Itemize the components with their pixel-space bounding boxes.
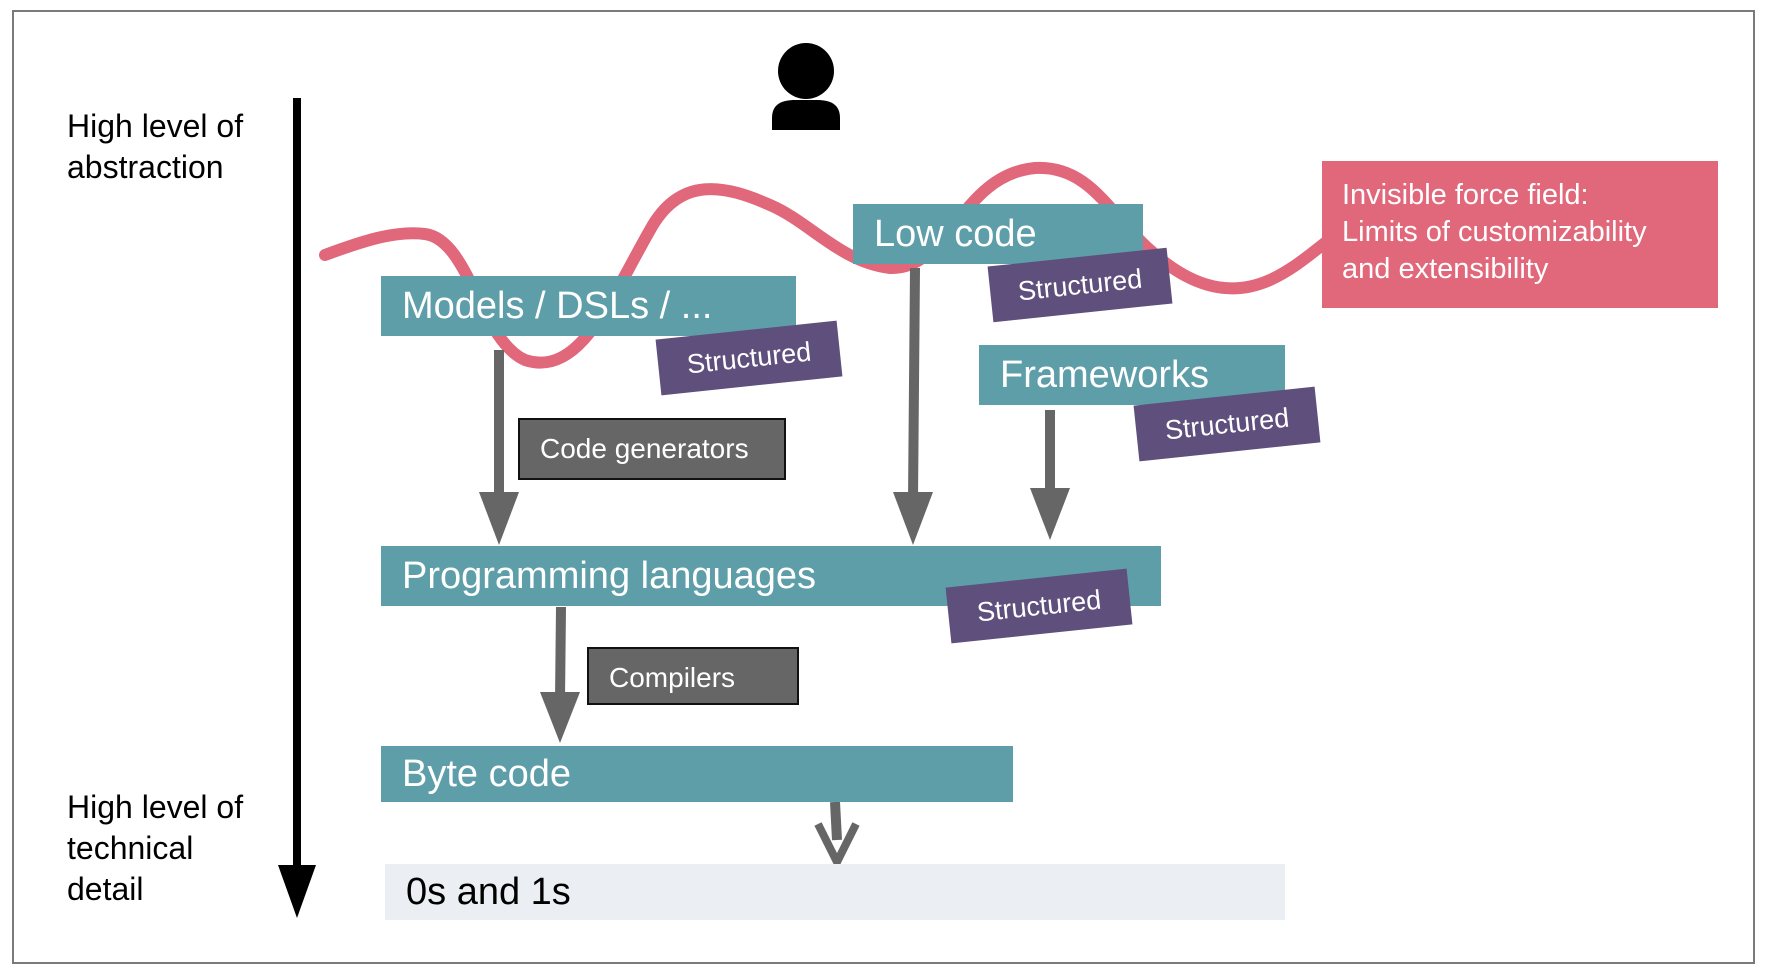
- compilers-box: Compilers: [587, 647, 799, 705]
- low-code-box: Low code: [853, 204, 1143, 264]
- byte-code-box: Byte code: [381, 746, 1013, 802]
- abstraction-axis-arrow: [278, 98, 316, 918]
- arrow-programming-to-bytecode: [540, 606, 580, 743]
- force-field-line: and extensibility: [1342, 253, 1549, 285]
- axis-top-label-line: abstraction: [67, 149, 224, 185]
- arrow-frameworks-to-programming: [1030, 410, 1070, 540]
- axis-bottom-label-line: High level of: [67, 789, 244, 825]
- zeros-and-ones-box: 0s and 1s: [385, 864, 1285, 920]
- force-field-callout: Invisible force field: Limits of customi…: [1322, 161, 1718, 308]
- arrow-lowcode-to-programming: [893, 267, 933, 545]
- axis-top-label: High level of abstraction: [67, 106, 243, 188]
- force-field-line: Limits of customizability: [1342, 216, 1647, 248]
- axis-bottom-label-line: detail: [67, 871, 144, 907]
- models-dsls-box: Models / DSLs / ...: [381, 276, 796, 336]
- arrow-models-to-programming: [479, 350, 519, 545]
- axis-top-label-line: High level of: [67, 108, 244, 144]
- arrow-bytecode-to-bits: [814, 801, 860, 871]
- person-icon: [772, 43, 840, 130]
- axis-bottom-label: High level of technical detail: [67, 787, 243, 910]
- axis-bottom-label-line: technical: [67, 830, 194, 866]
- frameworks-box: Frameworks: [979, 345, 1285, 405]
- code-generators-box: Code generators: [518, 418, 786, 480]
- force-field-line: Invisible force field:: [1342, 179, 1589, 211]
